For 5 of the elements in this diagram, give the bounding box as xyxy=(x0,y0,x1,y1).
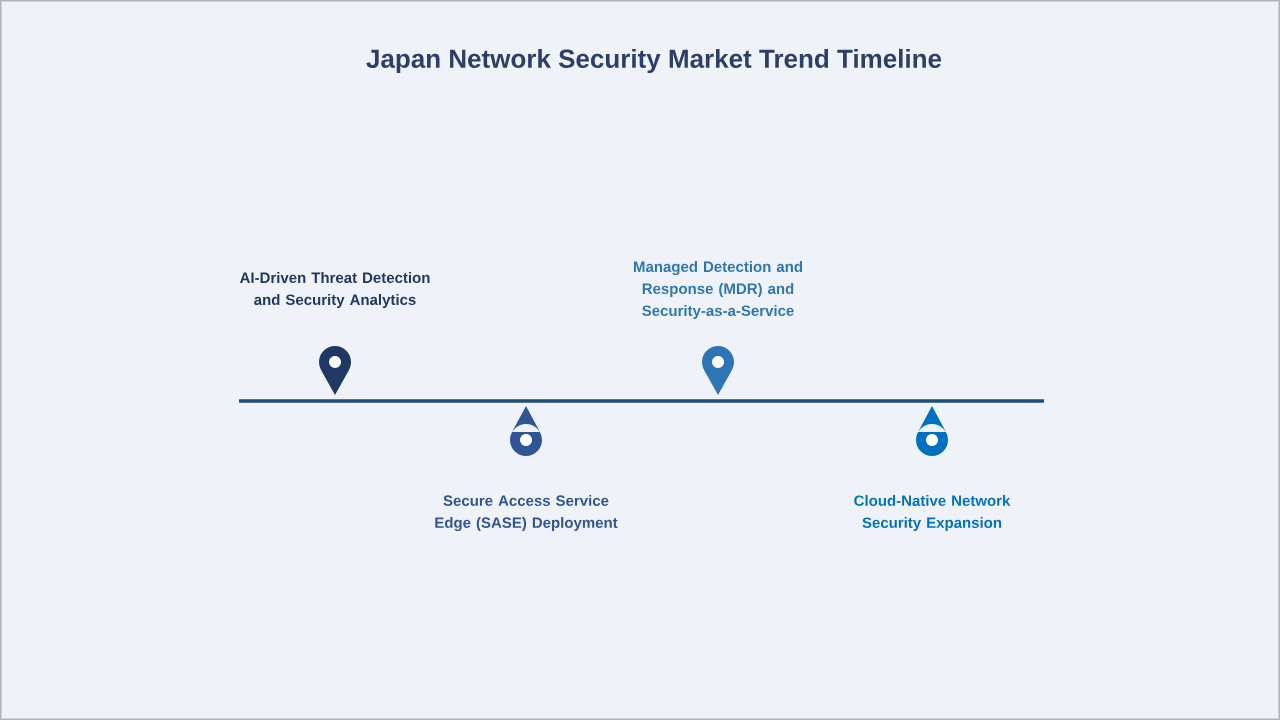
title: Japan Network Security Market Trend Timeline xyxy=(366,48,942,74)
milestone-label: AI-Driven Threat Detection and Security Analytics xyxy=(239,272,430,308)
milestone-label: Cloud-Native Network Security Expansion xyxy=(854,495,1011,531)
milestone-label: Secure Access Service Edge (SASE) Deployment xyxy=(435,494,618,531)
milestone-label: Managed Detection and Response (MDR) and Security-as-a-Service xyxy=(634,261,802,319)
